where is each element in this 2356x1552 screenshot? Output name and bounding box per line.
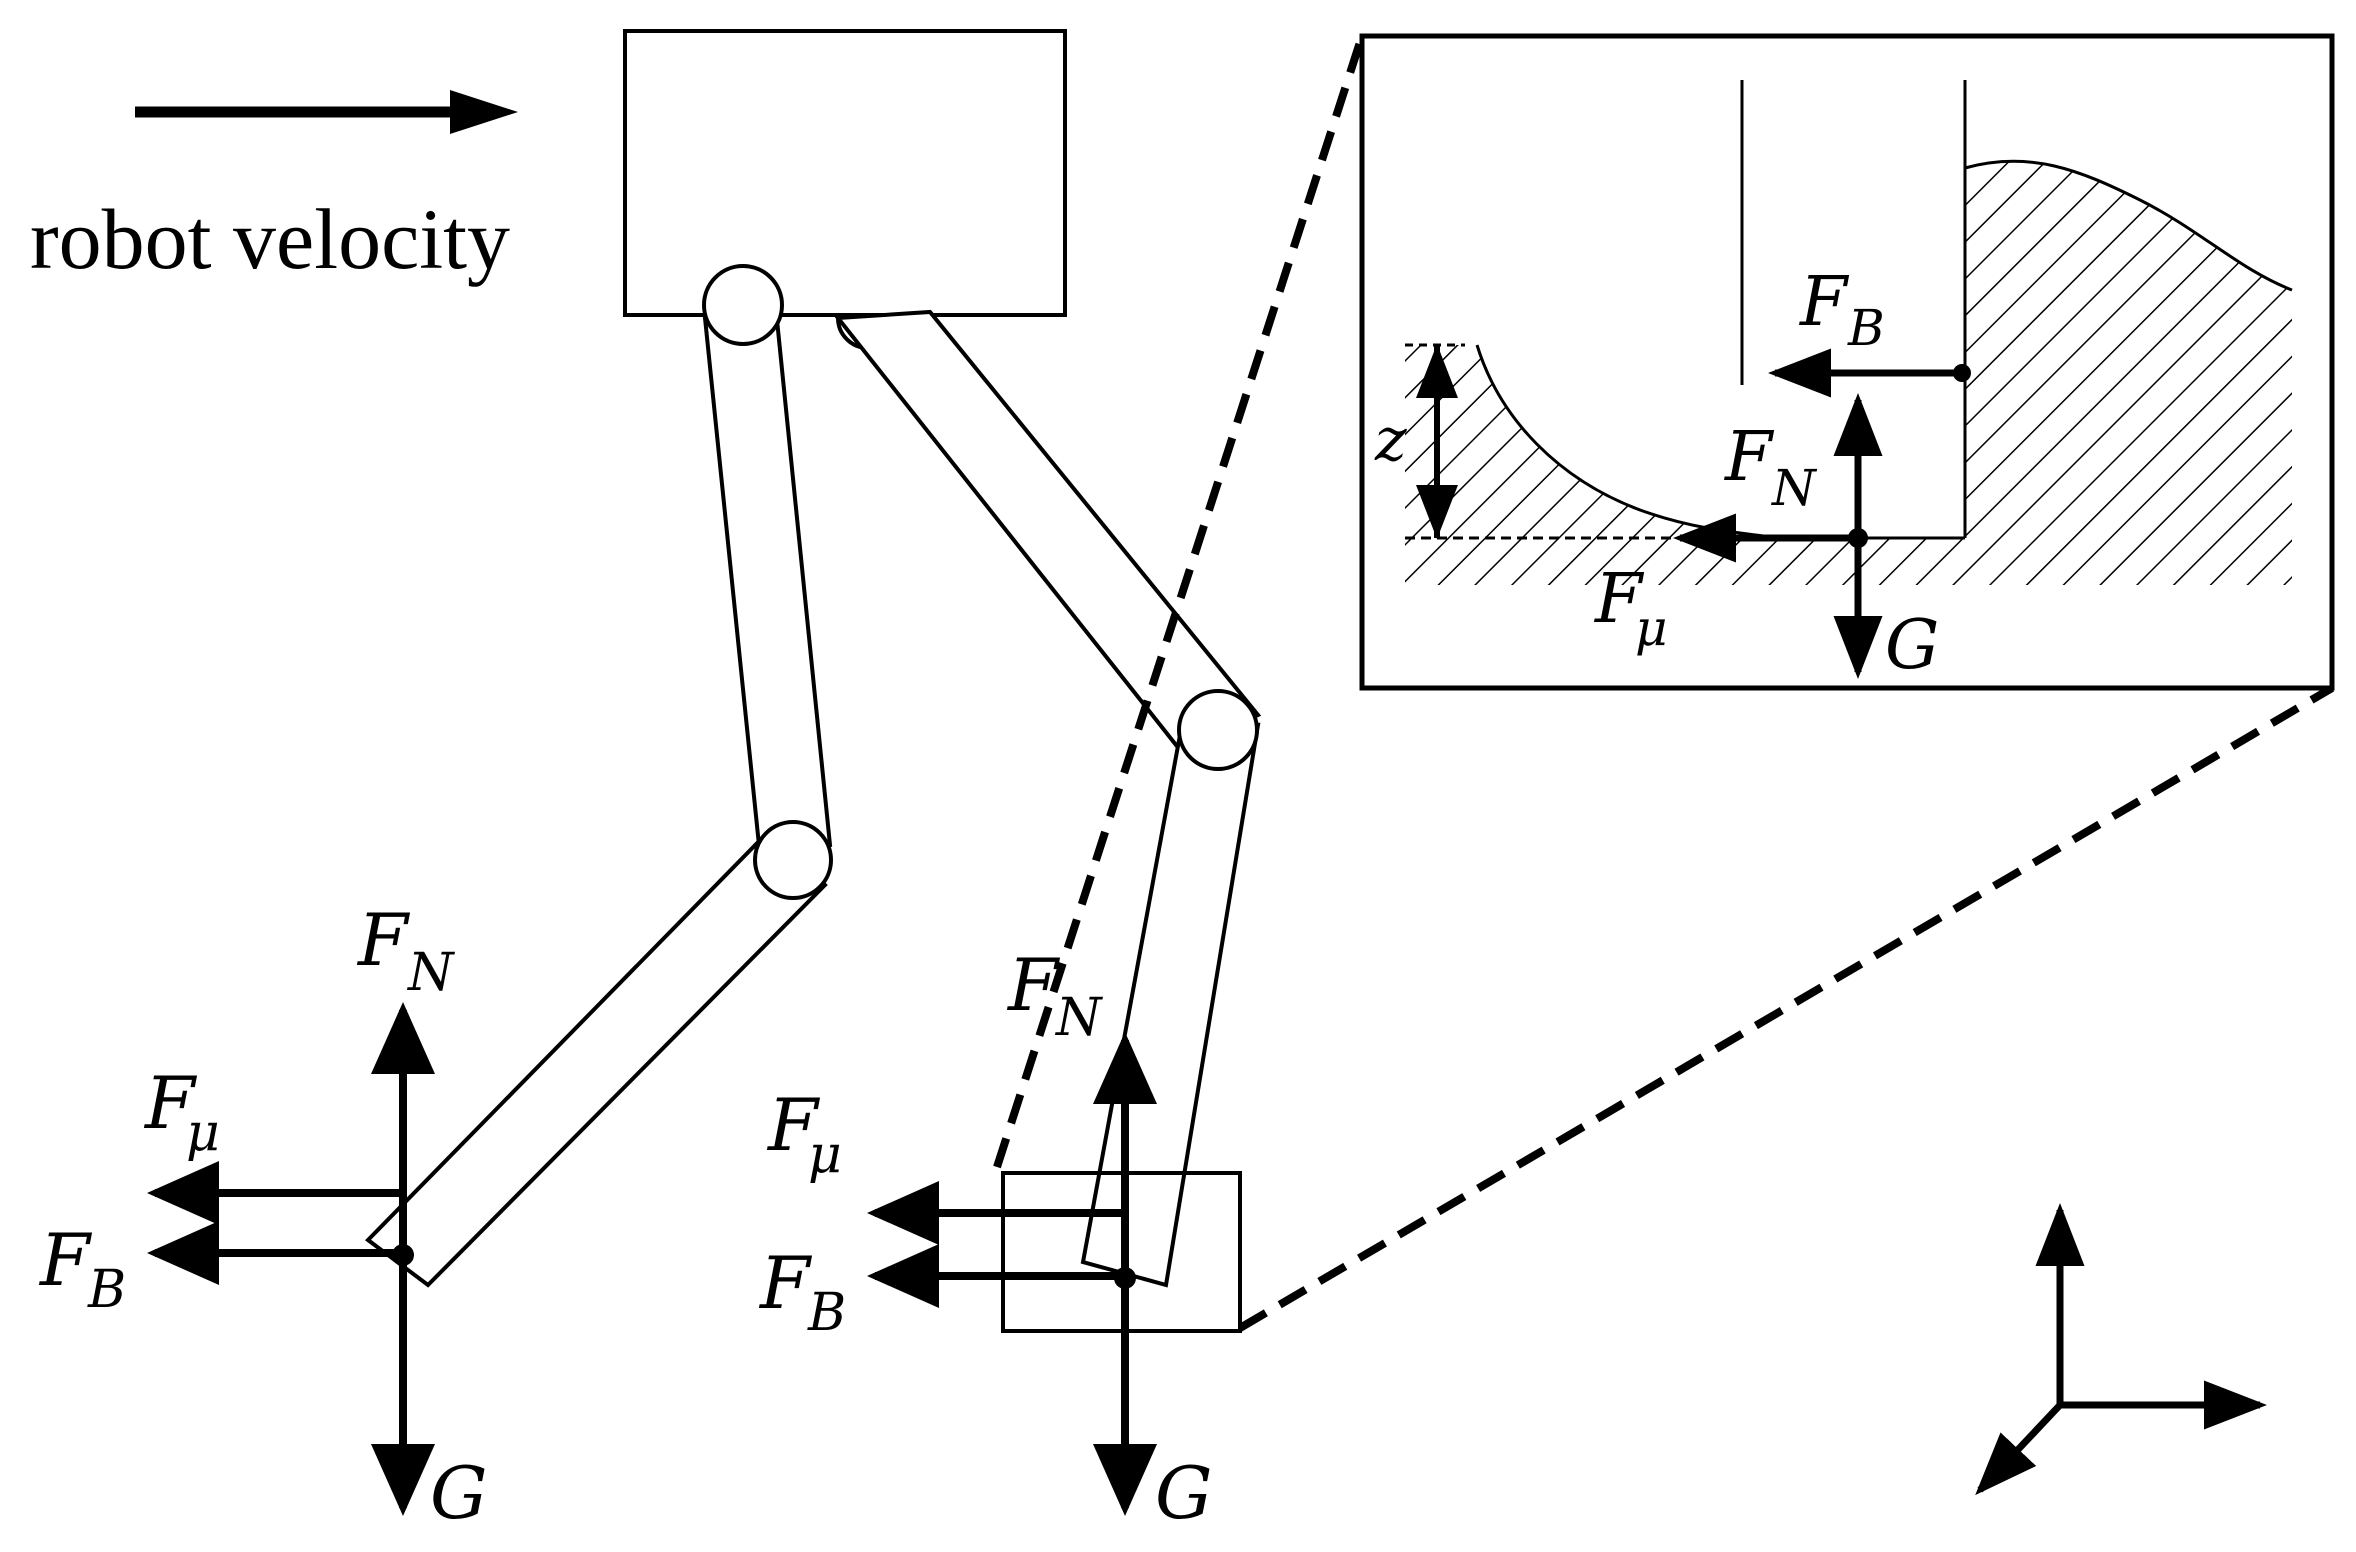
svg-text:N: N bbox=[1771, 459, 1818, 517]
right-g-label: G bbox=[1155, 1451, 1213, 1535]
z-label: z bbox=[1374, 405, 1407, 475]
axis-diagonal-arrow bbox=[1975, 1402, 2063, 1496]
right-force-arrows bbox=[867, 1032, 1157, 1516]
svg-text:N: N bbox=[406, 943, 455, 1003]
left-fn-label: F N bbox=[356, 898, 455, 1003]
left-fmu-label: F μ bbox=[143, 1061, 220, 1163]
svg-text:F: F bbox=[766, 1083, 821, 1167]
zoom-callout-lines bbox=[993, 34, 2335, 1332]
right-upper-link bbox=[834, 309, 1262, 753]
terrain-hatch bbox=[1405, 161, 2292, 586]
inset-fn-label: F N bbox=[1723, 418, 1818, 517]
right-knee-joint bbox=[1177, 689, 1259, 771]
svg-text:F: F bbox=[143, 1061, 198, 1145]
svg-text:B: B bbox=[807, 1283, 846, 1343]
inset-fb-label: F B bbox=[1798, 263, 1885, 357]
robot-body bbox=[623, 29, 1067, 317]
svg-text:μ: μ bbox=[1635, 599, 1668, 657]
svg-text:F: F bbox=[1798, 263, 1850, 342]
svg-text:F: F bbox=[356, 898, 411, 982]
left-lower-link bbox=[364, 827, 828, 1288]
svg-text:F: F bbox=[38, 1218, 93, 1302]
left-knee-joint bbox=[753, 820, 833, 900]
left-fb-label: F B bbox=[38, 1218, 126, 1320]
right-fb-label: F B bbox=[758, 1241, 846, 1343]
velocity-caption: robot velocity bbox=[30, 191, 510, 287]
right-leg bbox=[834, 309, 1262, 1288]
left-upper-link bbox=[702, 307, 833, 858]
velocity-arrow bbox=[135, 90, 518, 134]
mound-edge bbox=[1964, 159, 2293, 292]
inset-fmu-label: F μ bbox=[1593, 560, 1668, 657]
right-fmu-label: F μ bbox=[766, 1083, 842, 1185]
left-force-arrows bbox=[147, 1002, 435, 1516]
right-fn-label: F N bbox=[1006, 943, 1103, 1048]
zoom-inset: z bbox=[1374, 80, 2293, 679]
svg-text:F: F bbox=[1593, 560, 1645, 639]
svg-text:μ: μ bbox=[186, 1103, 220, 1163]
coordinate-axes bbox=[1975, 1203, 2267, 1496]
svg-text:F: F bbox=[758, 1241, 813, 1325]
svg-text:F: F bbox=[1006, 943, 1061, 1027]
left-g-label: G bbox=[430, 1451, 488, 1535]
inset-g-label: G bbox=[1885, 606, 1939, 685]
left-hip-joint bbox=[702, 264, 784, 346]
svg-text:F: F bbox=[1723, 418, 1775, 497]
svg-text:B: B bbox=[87, 1260, 126, 1320]
svg-text:μ: μ bbox=[808, 1125, 842, 1185]
svg-text:N: N bbox=[1054, 988, 1103, 1048]
svg-text:B: B bbox=[1847, 299, 1885, 357]
left-leg bbox=[364, 264, 833, 1288]
